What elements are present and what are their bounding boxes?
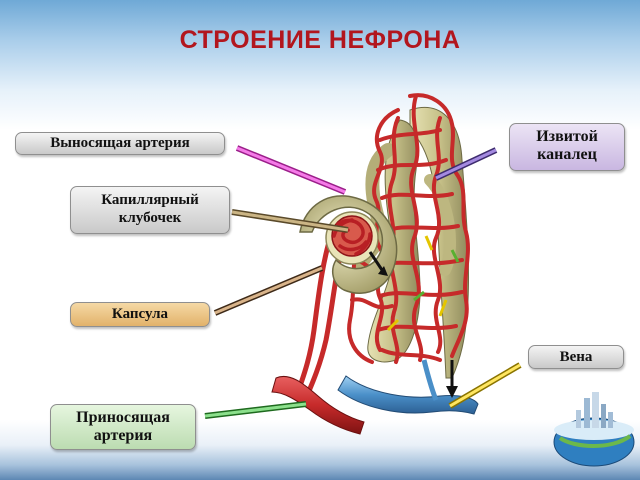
pointer-capsule — [213, 265, 324, 316]
label-efferent-artery: Выносящая артерия — [15, 132, 225, 155]
label-glomerulus: Капиллярный клубочек — [70, 186, 230, 234]
collecting-duct-arrow — [446, 360, 458, 398]
label-afferent-artery-line1: Приносящая — [76, 409, 170, 426]
label-vein-text: Вена — [559, 349, 593, 365]
flow-arrows — [368, 235, 460, 332]
glomerulus — [331, 215, 373, 257]
label-glomerulus-line2: клубочек — [118, 210, 182, 226]
vein-branch — [421, 359, 439, 401]
pointer-glomerulus — [231, 209, 349, 233]
slide-title: СТРОЕНИЕ НЕФРОНА — [179, 26, 461, 54]
pointer-afferent-artery — [204, 401, 307, 419]
pointer-convoluted-tubule — [434, 147, 498, 181]
label-afferent-artery: Приносящая артерия — [50, 404, 196, 450]
label-convoluted-tubule-line1: Извитой — [536, 128, 598, 145]
label-vein: Вена — [528, 345, 624, 369]
label-afferent-artery-line2: артерия — [93, 427, 153, 444]
label-convoluted-tubule: Извитой каналец — [509, 123, 625, 171]
label-efferent-artery-text: Выносящая артерия — [50, 135, 190, 151]
artery-vessel — [271, 376, 365, 435]
pointer-vein — [448, 362, 522, 409]
label-capsule-text: Капсула — [111, 306, 169, 322]
vein-flow-arrow — [388, 382, 411, 390]
globe-logo — [553, 392, 635, 467]
vein-vessel — [337, 375, 479, 415]
label-capsule: Капсула — [70, 302, 210, 327]
label-glomerulus-line1: Капиллярный — [101, 192, 199, 208]
label-convoluted-tubule-line2: каналец — [537, 146, 597, 163]
pointer-efferent-artery — [235, 145, 347, 195]
